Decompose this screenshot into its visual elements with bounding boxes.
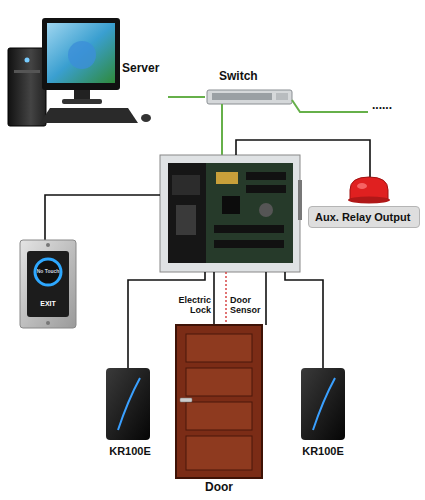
- relay-output-box: Aux. Relay Output: [308, 206, 420, 228]
- reader-node: KR100E: [288, 365, 358, 465]
- door-node: Door: [160, 325, 278, 500]
- access-controller: [160, 155, 302, 272]
- network-cable: [168, 97, 205, 98]
- device-label: KR100E: [288, 445, 358, 458]
- wire: [45, 140, 370, 368]
- device-label: EXIT: [18, 300, 78, 308]
- device-label: No Touch: [18, 269, 78, 275]
- network-switch: [207, 90, 292, 104]
- device-label: Switch: [219, 70, 258, 84]
- switch-node: Switch: [205, 70, 297, 106]
- device-label: Aux. Relay Output: [309, 207, 416, 227]
- reader-node: KR100E: [95, 365, 165, 465]
- wire-label: Door Sensor: [230, 296, 264, 316]
- device-label: Server: [122, 62, 159, 76]
- door: [176, 325, 262, 478]
- wire-label: Electric Lock: [170, 296, 211, 316]
- device-label: KR100E: [95, 445, 165, 458]
- exit-button: [20, 240, 76, 328]
- card-reader: [106, 368, 345, 440]
- server-node: Server: [0, 10, 168, 130]
- network-cable: [222, 100, 368, 156]
- device-label: Door: [160, 481, 278, 495]
- siren-icon: [348, 177, 390, 204]
- sensor-wire: [225, 272, 226, 325]
- exit-button-node: No TouchEXIT: [18, 238, 78, 330]
- continuation-dots: ......: [372, 99, 392, 112]
